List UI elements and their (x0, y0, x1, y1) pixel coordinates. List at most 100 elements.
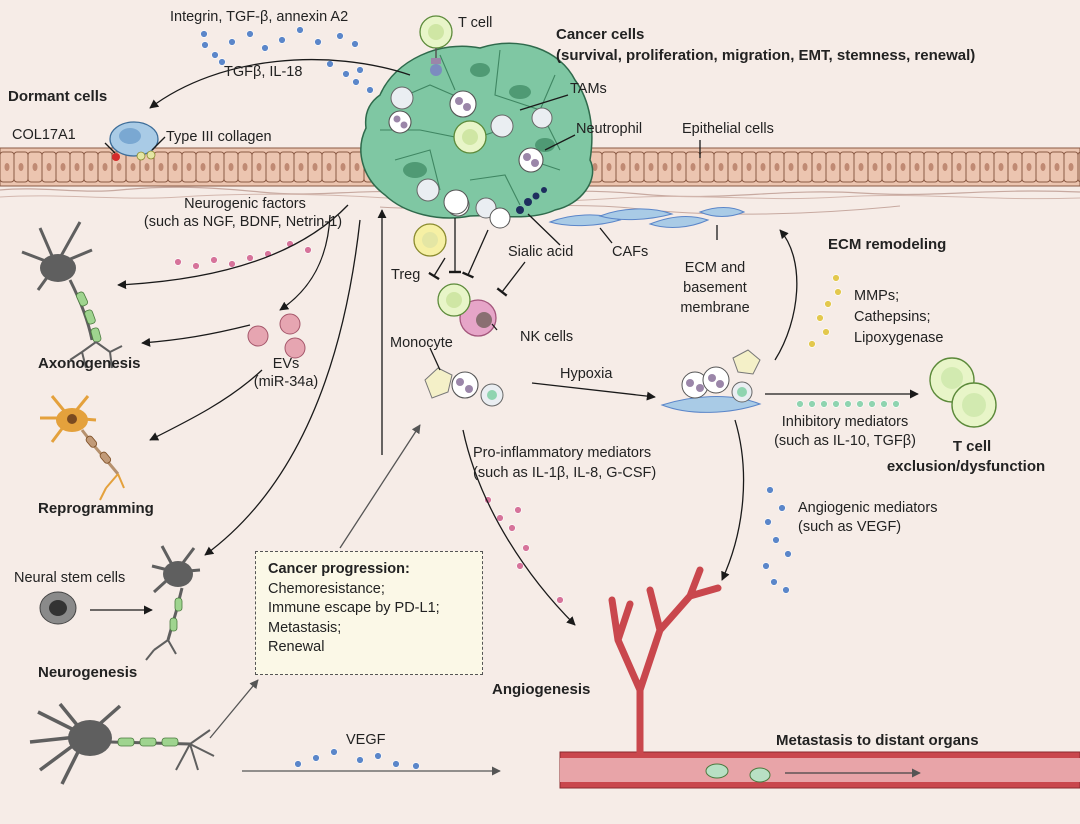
metastasis-label: Metastasis to distant organs (776, 732, 979, 749)
tams-label: TAMs (570, 81, 607, 97)
pro-inflammatory-label: Pro-inflammatory mediators (473, 445, 652, 461)
mediator-dot (351, 40, 359, 48)
angiogenic-examples-label: (such as VEGF) (798, 519, 902, 535)
mediator-dot (808, 400, 816, 408)
mediator-dot (201, 41, 209, 49)
arrows (90, 58, 919, 776)
mediator-dot (868, 400, 876, 408)
mediator-dot (762, 562, 770, 570)
mediator-dot (356, 756, 364, 764)
mediator-dot (412, 762, 420, 770)
ecm-line3: membrane (680, 300, 750, 316)
monocyte-cluster (424, 367, 504, 407)
mediator-dot (784, 550, 792, 558)
neural-stem-cells-label: Neural stem cells (14, 570, 126, 586)
angiogenic-mediators-label: Angiogenic mediators (798, 500, 938, 516)
mediator-dot (778, 504, 786, 512)
mediator-dot (764, 518, 772, 526)
immune-cells (413, 187, 547, 337)
tgfb-il18-label: TGFβ, IL-18 (224, 64, 303, 80)
mediator-dot (342, 70, 350, 78)
col17a1-label: COL17A1 (12, 127, 76, 143)
mediator-dot (844, 400, 852, 408)
mediator-dot (304, 246, 312, 254)
neuron-reprogramming (40, 395, 125, 501)
ecm-remodeling-label: ECM remodeling (828, 236, 947, 253)
mediator-dot (832, 400, 840, 408)
t-cell-top-label: T cell (458, 15, 493, 31)
cancer-cells-subtitle: (survival, proliferation, migration, EMT… (556, 47, 976, 64)
mediator-dot (880, 400, 888, 408)
mediator-dot (174, 258, 182, 266)
axonogenesis-label: Axonogenesis (38, 355, 141, 372)
treg-label: Treg (391, 267, 421, 283)
angiogenesis-label: Angiogenesis (492, 681, 591, 698)
evs-label: EVs (272, 356, 300, 372)
mediator-dot (508, 524, 516, 532)
mediator-dot (366, 86, 374, 94)
neurogenic-examples-label: (such as NGF, BDNF, Netrin-1) (143, 214, 343, 230)
inhibitory-mediators-label: Inhibitory mediators (781, 414, 909, 430)
mediator-dot (522, 544, 530, 552)
inhibitory-examples-label: (such as IL-10, TGFβ) (774, 433, 916, 449)
mediator-dot (392, 760, 400, 768)
sialic-acid-label: Sialic acid (508, 244, 574, 260)
mediator-dot (770, 578, 778, 586)
t-cell-exclusion-line2: exclusion/dysfunction (886, 458, 1046, 475)
mediator-dot (766, 486, 774, 494)
cancer-cells-title: Cancer cells (556, 26, 645, 43)
mediator-dot (782, 586, 790, 594)
progression-item: Immune escape by PD-L1; (268, 600, 440, 616)
mmps-label: MMPs; (854, 288, 900, 304)
mediator-dot (824, 300, 832, 308)
hypoxia-label: Hypoxia (560, 366, 613, 382)
mediator-dot (192, 262, 200, 270)
mediator-dot (314, 38, 322, 46)
mediator-dot (200, 30, 208, 38)
vegf-label: VEGF (346, 732, 386, 748)
mediator-dot (356, 66, 364, 74)
mediator-dot (261, 44, 269, 52)
mediator-dot (294, 760, 302, 768)
cafs-cells (548, 207, 746, 228)
extracellular-vesicles (247, 313, 306, 359)
mediator-dot (211, 51, 219, 59)
mediator-dot (834, 288, 842, 296)
neuron-axonogenesis (21, 221, 123, 369)
progression-title: Cancer progression: (268, 561, 410, 577)
mediator-dot (336, 32, 344, 40)
neuron-bottom (29, 702, 215, 785)
mediator-dot (326, 60, 334, 68)
cancer-progression-box: Cancer progression: Chemoresistance; Imm… (255, 551, 483, 675)
mediator-dot (374, 752, 382, 760)
mediator-dot (556, 596, 564, 604)
evs-mirna-label: (miR-34a) (253, 374, 319, 390)
mediator-dot (772, 536, 780, 544)
mediator-dot (278, 36, 286, 44)
lipoxygenase-label: Lipoxygenase (854, 330, 944, 346)
mediator-dot (808, 340, 816, 348)
progression-item: Chemoresistance; (268, 580, 385, 597)
progression-item: Metastasis; (268, 619, 342, 636)
mediator-dot (352, 78, 360, 86)
dormant-cell (109, 121, 159, 161)
mediator-dot (820, 400, 828, 408)
mediator-dot (892, 400, 900, 408)
mediator-dot (822, 328, 830, 336)
mediator-dot (218, 58, 226, 66)
ecm-line2: basement (683, 280, 747, 296)
mediator-dot (246, 254, 254, 262)
cathepsins-label: Cathepsins; (854, 309, 931, 325)
ecm-line1: ECM and (684, 260, 746, 276)
reprogramming-label: Reprogramming (38, 500, 154, 517)
mediator-dot (246, 30, 254, 38)
exhausted-t-cells (929, 357, 997, 428)
mediator-dot (856, 400, 864, 408)
mediator-dot (816, 314, 824, 322)
neuron-neurogenesis (39, 545, 201, 661)
mediator-dot (312, 754, 320, 762)
monocyte-label: Monocyte (390, 335, 453, 351)
mediator-dot (832, 274, 840, 282)
tumor-mass (360, 42, 594, 219)
